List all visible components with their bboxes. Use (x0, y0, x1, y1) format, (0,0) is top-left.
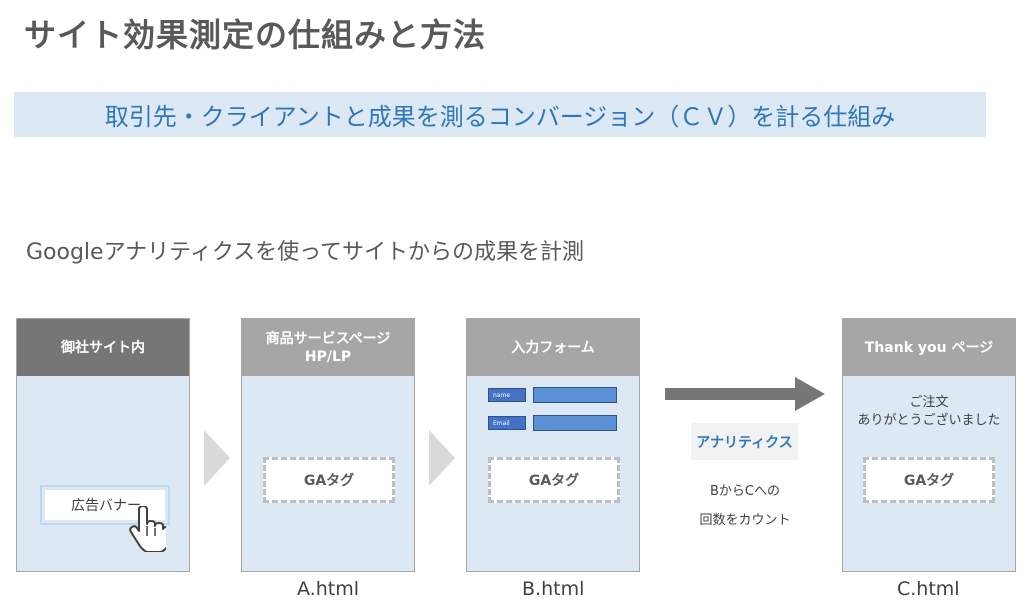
headline-banner: 取引先・クライアントと成果を測るコンバージョン（ＣＶ）を計る仕組み (14, 92, 986, 137)
section-subtitle: Googleアナリティクスを使ってサイトからの成果を計測 (26, 240, 585, 265)
panel-site: 御社サイト内 (16, 318, 190, 572)
panel-thank-you: Thank you ページ (842, 318, 1016, 572)
thank-you-message: ご注文 ありがとうございました (857, 395, 1001, 428)
hand-pointer-icon (129, 506, 166, 552)
arrow-right-icon (665, 377, 825, 411)
ad-banner-label: 広告バナー (71, 498, 141, 514)
analytics-desc-line1: BからCへの (710, 484, 780, 499)
ga-tag-a: GAタグ (263, 457, 395, 503)
headline-banner-text: 取引先・クライアントと成果を測るコンバージョン（ＣＶ）を計る仕組み (104, 103, 896, 131)
page-title: サイト効果測定の仕組みと方法 (24, 16, 487, 54)
panel-service-page-header: 商品サービスページ HP/LP (242, 319, 414, 376)
form-name-label: name (488, 388, 526, 402)
panel-input-form-header: 入力フォーム (467, 319, 639, 376)
panel-service-page: 商品サービスページ HP/LP (241, 318, 415, 572)
ga-tag-c: GAタグ (863, 457, 995, 503)
ga-tag-b: GAタグ (488, 457, 620, 503)
form-email-field (533, 415, 617, 431)
panel-input-form: 入力フォーム (466, 318, 640, 572)
panel-site-header: 御社サイト内 (17, 319, 189, 376)
filename-a: A.html (297, 578, 359, 600)
form-name-field (533, 387, 617, 403)
form-email-label: Email (488, 416, 526, 430)
chevron-right-icon (429, 430, 455, 486)
filename-c: C.html (897, 578, 960, 600)
chevron-right-icon (204, 430, 230, 486)
filename-b: B.html (522, 578, 585, 600)
panel-thank-you-header: Thank you ページ (843, 319, 1015, 376)
analytics-desc-line2: 回数をカウント (699, 513, 791, 528)
analytics-label: アナリティクス (691, 423, 798, 460)
